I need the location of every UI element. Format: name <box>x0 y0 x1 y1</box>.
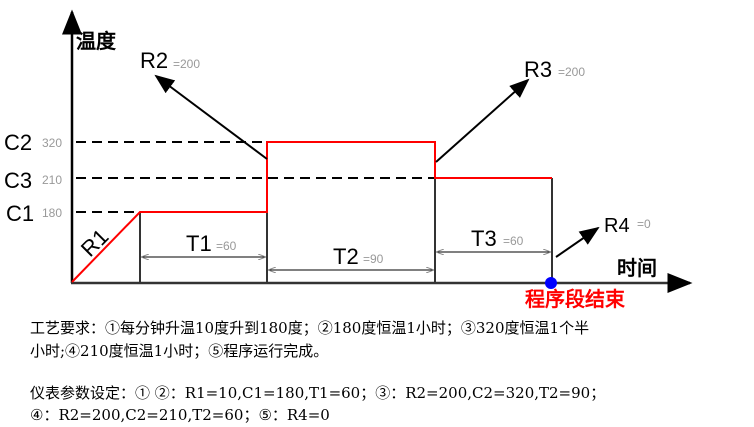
r2-arrow <box>154 74 268 160</box>
x-axis-label: 时间 <box>617 257 657 280</box>
process-requirements-line-1: 工艺要求：①每分钟升温10度升到180度；②180度恒温1小时；③320度恒温1… <box>30 319 590 337</box>
r4-value: =0 <box>637 217 651 231</box>
r3-name: R3 <box>524 57 552 82</box>
level-c1-value: 180 <box>42 206 62 220</box>
t3-name: T3 <box>471 226 497 251</box>
level-c1-name: C1 <box>6 201 34 226</box>
end-label: 程序段结束 <box>525 287 626 311</box>
r2-value: =200 <box>173 57 200 71</box>
level-c3-name: C3 <box>4 168 32 193</box>
r4-name: R4 <box>604 215 630 237</box>
y-axis-label: 温度 <box>76 29 117 53</box>
r4-arrow <box>555 226 600 258</box>
t3-value: =60 <box>503 234 524 248</box>
t2-value: =90 <box>363 252 384 266</box>
t2-name: T2 <box>333 244 359 269</box>
temperature-profile <box>71 141 552 283</box>
r3-arrow <box>435 78 530 163</box>
level-c2-name: C2 <box>4 130 32 155</box>
end-point-dot <box>545 277 557 289</box>
level-c2-value: 320 <box>42 136 62 150</box>
level-c3-value: 210 <box>42 173 62 187</box>
r1-label: R1 <box>76 224 114 262</box>
t1-value: =60 <box>216 239 237 253</box>
r2-name: R2 <box>140 48 168 73</box>
parameter-settings-line-2: ④：R2=200,C2=210,T2=60；⑤：R4=0 <box>30 406 330 424</box>
parameter-settings-line-1: 仪表参数设定：① ②：R1=10,C1=180,T1=60；③：R2=200,C… <box>30 384 606 402</box>
process-requirements-line-2: 小时;④210度恒温1小时；⑤程序运行完成。 <box>30 342 329 360</box>
r3-value: =200 <box>558 65 585 79</box>
t1-name: T1 <box>186 231 212 256</box>
